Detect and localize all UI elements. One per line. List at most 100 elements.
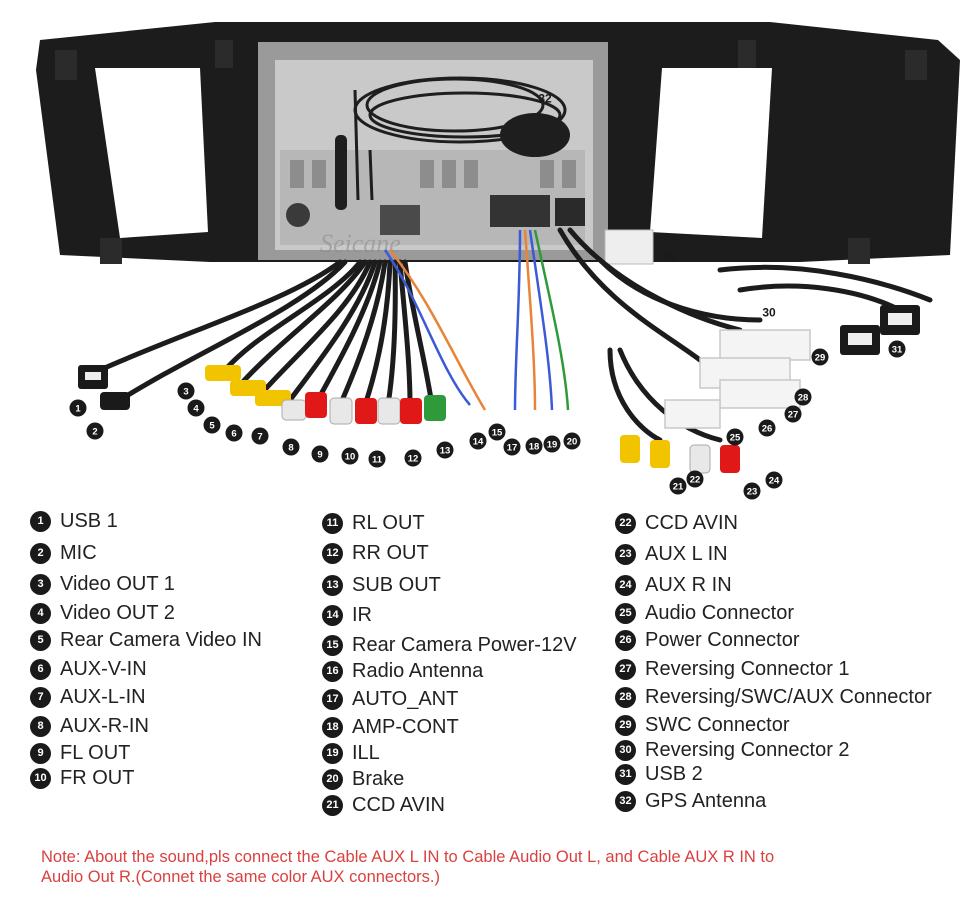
note-line-2: Audio Out R.(Connet the same color AUX c… xyxy=(41,868,440,886)
legend-label: Reversing/SWC/AUX Connector xyxy=(645,685,932,708)
legend-label: SUB OUT xyxy=(352,573,441,596)
legend-number-badge: 22 xyxy=(615,512,636,534)
svg-text:10: 10 xyxy=(345,452,356,463)
legend-label: Radio Antenna xyxy=(352,659,484,682)
callout-29: 29 xyxy=(811,348,829,366)
legend-entry-16: 16 Radio Antenna xyxy=(322,658,483,684)
legend-label: IR xyxy=(352,603,372,626)
legend-entry-27: 27 Reversing Connector 1 xyxy=(615,656,850,682)
svg-text:11: 11 xyxy=(372,455,383,466)
svg-text:15: 15 xyxy=(492,428,503,439)
legend-number-badge: 27 xyxy=(615,658,636,680)
legend-label: CCD AVIN xyxy=(352,793,445,816)
callout-1: 1 xyxy=(69,399,87,417)
callout-11: 11 xyxy=(368,450,386,468)
legend-label: Power Connector xyxy=(645,628,800,651)
legend-entry-7: 7 AUX-L-IN xyxy=(30,684,146,710)
svg-text:22: 22 xyxy=(690,475,701,486)
legend-number-badge: 16 xyxy=(322,660,343,682)
callout-25: 25 xyxy=(726,428,744,446)
svg-text:3: 3 xyxy=(183,387,188,398)
svg-text:23: 23 xyxy=(747,487,758,498)
legend-entry-18: 18 AMP-CONT xyxy=(322,714,459,740)
svg-text:30: 30 xyxy=(762,306,776,320)
legend-number-badge: 23 xyxy=(615,543,636,565)
svg-text:28: 28 xyxy=(798,393,809,404)
svg-text:31: 31 xyxy=(892,345,903,356)
legend-label: ILL xyxy=(352,741,380,764)
radio-antenna-plug xyxy=(604,229,654,265)
legend-entry-26: 26 Power Connector xyxy=(615,627,800,653)
callout-17: 17 xyxy=(503,438,521,456)
legend-label: AUX-V-IN xyxy=(60,657,147,680)
legend-label: AUX R IN xyxy=(645,573,732,596)
svg-text:13: 13 xyxy=(440,446,451,457)
legend-number-badge: 12 xyxy=(322,542,343,564)
svg-text:24: 24 xyxy=(769,476,780,487)
callout-28: 28 xyxy=(794,388,812,406)
white-multi-connectors xyxy=(664,329,811,429)
legend-label: MIC xyxy=(60,541,97,564)
callout-24: 24 xyxy=(765,471,783,489)
legend-label: Reversing Connector 2 xyxy=(645,738,850,761)
legend-number-badge: 10 xyxy=(30,767,51,789)
legend-label: USB 1 xyxy=(60,509,118,532)
callout-23: 23 xyxy=(743,482,761,500)
callout-13: 13 xyxy=(436,441,454,459)
callout-31: 31 xyxy=(888,340,906,358)
legend-entry-24: 24 AUX R IN xyxy=(615,572,732,598)
svg-text:26: 26 xyxy=(762,424,773,435)
legend-number-badge: 17 xyxy=(322,688,343,710)
svg-text:27: 27 xyxy=(788,410,799,421)
legend-number-badge: 25 xyxy=(615,602,636,624)
legend-label: RR OUT xyxy=(352,541,429,564)
callout-2: 2 xyxy=(86,422,104,440)
legend-label: FR OUT xyxy=(60,766,135,789)
callout-19: 19 xyxy=(543,435,561,453)
usb2-plugs xyxy=(840,305,920,355)
wiring-diagram-svg: Seicane xyxy=(36,22,960,500)
callout-9: 9 xyxy=(311,445,329,463)
legend-entry-12: 12 RR OUT xyxy=(322,540,429,566)
wifi-antenna-stub xyxy=(335,135,347,210)
legend-number-badge: 8 xyxy=(30,715,51,737)
legend-label: Rear Camera Power-12V xyxy=(352,633,577,656)
right-rca-plugs xyxy=(620,435,740,474)
svg-text:29: 29 xyxy=(815,353,826,364)
legend-number-badge: 26 xyxy=(615,629,636,651)
svg-text:32: 32 xyxy=(538,92,552,106)
callout-32: 32 xyxy=(538,92,552,106)
callout-10: 10 xyxy=(341,447,359,465)
legend-number-badge: 3 xyxy=(30,573,51,595)
legend-label: AUX-R-IN xyxy=(60,714,149,737)
callout-26: 26 xyxy=(758,419,776,437)
legend-label: Rear Camera Video IN xyxy=(60,628,262,651)
legend-number-badge: 6 xyxy=(30,658,51,680)
legend-label: AUX-L-IN xyxy=(60,685,146,708)
svg-text:19: 19 xyxy=(547,440,558,451)
svg-text:25: 25 xyxy=(730,433,741,444)
legend-number-badge: 18 xyxy=(322,716,343,738)
callout-6: 6 xyxy=(225,424,243,442)
legend-label: Reversing Connector 1 xyxy=(645,657,850,680)
legend-number-badge: 7 xyxy=(30,686,51,708)
legend-number-badge: 24 xyxy=(615,574,636,596)
callout-16: 16 xyxy=(661,250,675,264)
legend-label: AMP-CONT xyxy=(352,715,459,738)
legend-number-badge: 9 xyxy=(30,742,51,764)
svg-text:18: 18 xyxy=(529,442,540,453)
legend-entry-6: 6 AUX-V-IN xyxy=(30,656,147,682)
callout-3: 3 xyxy=(177,382,195,400)
